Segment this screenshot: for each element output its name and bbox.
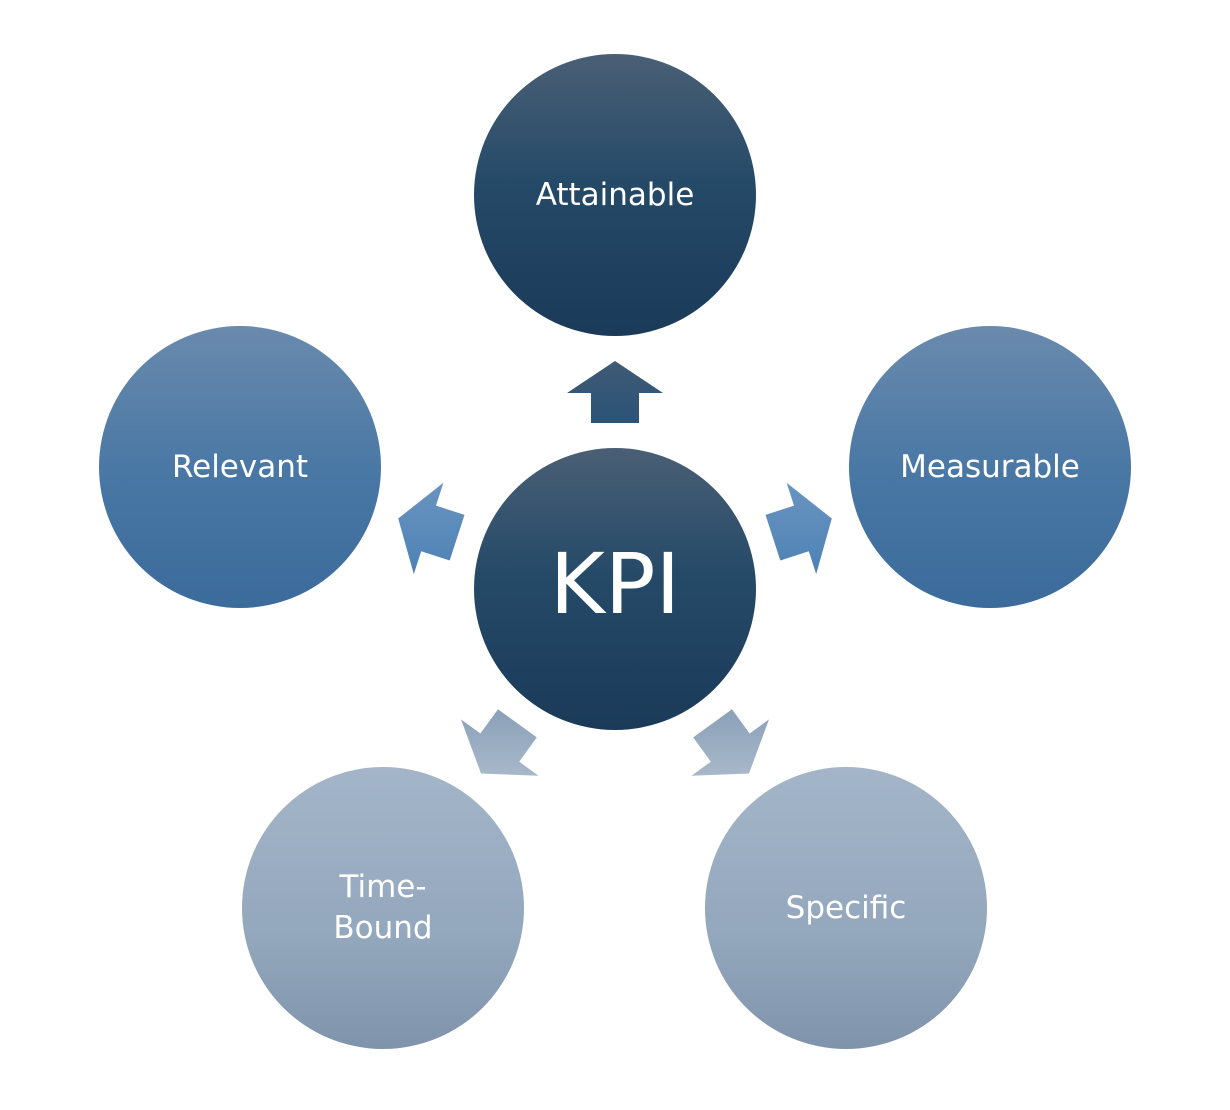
relevant-circle xyxy=(99,326,381,608)
hub-circle xyxy=(474,448,756,730)
node-attainable: Attainable xyxy=(474,54,756,336)
arrows-group xyxy=(398,361,832,776)
hub-kpi: KPI xyxy=(474,448,756,730)
relevant-label: Relevant xyxy=(172,449,308,485)
measurable-label: Measurable xyxy=(900,449,1080,485)
attainable-label: Attainable xyxy=(536,177,695,213)
arrow-to-specific xyxy=(691,709,769,776)
specific-circle xyxy=(705,767,987,1049)
arrow-to-relevant xyxy=(398,482,465,575)
node-time-bound: Time- Bound xyxy=(242,767,524,1049)
measurable-circle xyxy=(849,326,1131,608)
node-measurable: Measurable xyxy=(849,326,1131,608)
time-bound-label-line-1: Time- xyxy=(338,869,426,905)
specific-label: Specific xyxy=(786,890,907,926)
attainable-circle xyxy=(474,54,756,336)
arrow-to-attainable xyxy=(567,361,663,423)
arrow-to-measurable xyxy=(765,482,832,575)
hub-label: KPI xyxy=(550,535,681,633)
time-bound-label-line-2: Bound xyxy=(333,910,432,946)
node-specific: Specific xyxy=(705,767,987,1049)
node-relevant: Relevant xyxy=(99,326,381,608)
arrow-to-time-bound xyxy=(461,709,539,776)
time-bound-circle xyxy=(242,767,524,1049)
